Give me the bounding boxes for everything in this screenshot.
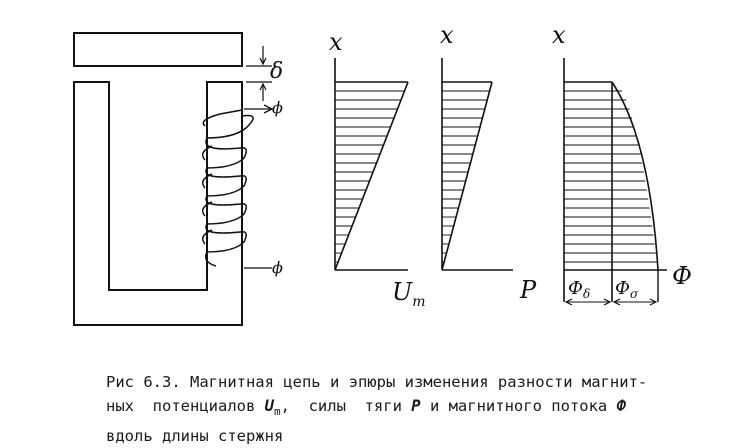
chart-p: x P [440,21,537,304]
caption-line-3: вдоль длины стержня [106,427,284,446]
gap-dimension [246,46,272,101]
chart-phi-seg2-label: Фσ [615,278,639,301]
chart-um-x-label: Um [392,278,426,310]
caption-line-2: ных потенциалов Um, силы тяги P и магнит… [106,394,721,424]
chart-phi: x Ф Фδ Фσ [552,21,692,306]
caption-line-1: Рис 6.3. Магнитная цепь и эпюры изменени… [106,373,648,391]
caption-symbol-phi: Ф [616,397,626,415]
u-core [73,81,243,326]
chart-phi-hatch [564,90,658,263]
caption-symbol-um-sub: m [273,405,281,419]
chart-phi-y-label: x [552,21,566,49]
coil-winding [201,109,254,267]
caption-line-2-a: ных потенциалов [106,397,265,415]
chart-um-hatch [335,90,405,263]
chart-p-y-label: x [440,21,454,49]
chart-phi-seg1-label: Фδ [568,278,590,301]
flux-label-bottom: ϕ [272,258,283,277]
chart-p-hatch [442,90,490,263]
chart-phi-x-label: Ф [672,262,692,290]
chart-phi-dim-arrows [564,298,658,306]
flux-leads [244,104,274,269]
caption-symbol-um: U [264,397,274,415]
chart-um-y-label: x [329,28,343,56]
chart-p-diagonal [441,81,493,271]
flux-label-top: ϕ [272,98,283,117]
figure-caption: Рис 6.3. Магнитная цепь и эпюры изменени… [106,370,721,448]
caption-symbol-p: P [411,397,421,415]
chart-phi-curve [611,81,659,271]
gap-label: δ [270,59,283,84]
armature-bar [73,32,243,67]
caption-line-2-c: и магнитного потока [420,397,617,415]
chart-p-x-label: P [519,276,537,304]
caption-line-2-b: , силы тяги [280,397,412,415]
chart-um-diagonal [334,81,409,271]
chart-um: x Um [329,28,426,310]
